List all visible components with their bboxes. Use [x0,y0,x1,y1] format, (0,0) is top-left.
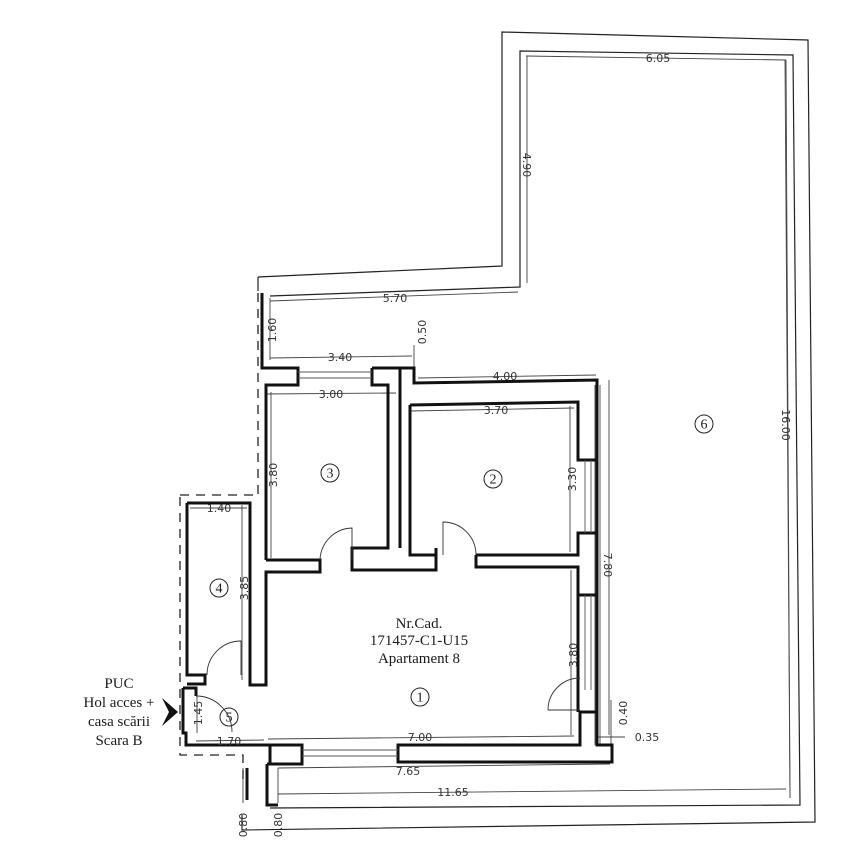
dim-room3-outer-width: 3.40 [328,351,353,364]
cadastral-line-2: 171457-C1-U15 [370,633,468,649]
cadastral-line-1: Nr.Cad. [396,616,443,632]
room-marker-1: 1 [410,687,430,707]
room-marker-4: 4 [209,578,229,598]
dim-room5-width: 1.70 [217,735,242,748]
windows [298,371,592,757]
dim-pier-height: 0.40 [617,701,630,726]
svg-text:5: 5 [226,711,233,726]
room-marker-2: 2 [483,469,503,489]
dim-terrace-width: 6.05 [646,52,671,65]
svg-text:6: 6 [701,418,708,433]
dim-room2-width: 3.70 [484,404,509,417]
dim-room4-width: 1.40 [207,502,232,515]
svg-text:3: 3 [327,467,334,482]
room-marker-3: 3 [320,463,340,483]
dimension-labels: 6.05 4.90 16.00 5.70 1.60 3.40 0.50 4.00… [192,52,792,837]
dim-room1-width: 7.00 [408,731,433,744]
access-line-4: Scara B [95,733,142,749]
svg-text:1: 1 [417,691,424,706]
svg-text:4: 4 [216,582,223,597]
dim-room3-height: 3.80 [267,463,280,488]
dim-room2-outer-width: 4.00 [493,370,518,383]
dim-terrace-bottom-width: 11.65 [437,786,469,799]
room-marker-5: 5 [219,707,239,727]
dim-room5-height: 1.45 [192,701,205,726]
entrance-arrow-icon [162,698,178,726]
dim-corridor-height: 1.60 [266,318,279,343]
cadastral-label: Nr.Cad. 171457-C1-U15 Apartament 8 [370,616,468,667]
dashed-boundary [179,293,259,780]
terrace-outline [241,31,816,831]
access-label: PUC Hol acces + casa scării Scara B [84,676,155,749]
dim-terrace-total-height: 16.00 [779,409,792,441]
dim-balcony-depth-a: 0.80 [237,813,250,838]
dim-room3-width: 3.00 [319,388,344,401]
dim-room1-height: 3.80 [567,643,580,668]
dim-terrace-upper-height: 4.90 [520,153,533,178]
dim-step-height: 0.50 [416,320,429,345]
dim-terrace-left-width: 5.70 [383,292,408,305]
dim-pier-offset: 0.35 [635,731,660,744]
dim-room4-height: 3.85 [238,576,251,601]
cadastral-line-3: Apartament 8 [378,651,460,667]
room-markers: 1 2 3 4 5 6 [209,414,714,727]
svg-text:2: 2 [490,473,497,488]
dim-east-wall-height: 7.80 [601,553,614,578]
access-line-3: casa scării [88,714,150,730]
access-line-1: PUC [104,676,133,692]
dim-balcony-width: 7.65 [396,765,421,778]
walls [181,293,614,807]
dim-room2-height: 3.30 [566,467,579,492]
room-marker-6: 6 [694,414,714,434]
access-line-2: Hol acces + [84,695,155,711]
dim-balcony-depth-b: 0.80 [272,813,285,838]
dimension-lines [190,55,791,803]
